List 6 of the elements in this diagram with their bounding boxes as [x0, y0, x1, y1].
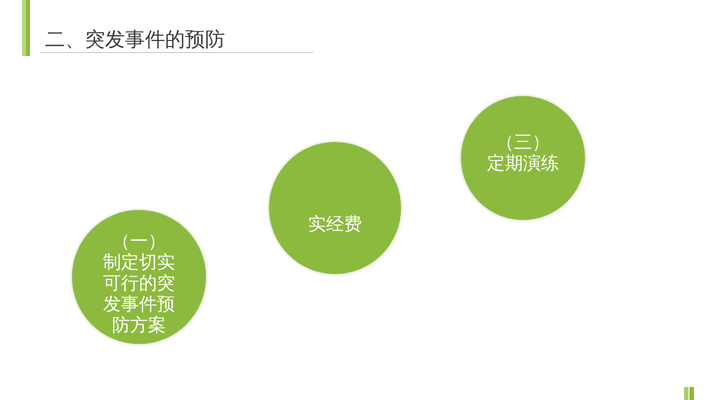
section-number: （一） [112, 231, 166, 252]
section-number: （三） [496, 132, 550, 153]
slide-heading: 二、突发事件的预防 [45, 27, 225, 51]
topic-text: 制定切实可行的突发事件预防方案 [102, 252, 176, 336]
topic-text: 定期演练 [487, 153, 559, 174]
topic-text: 实经费 [308, 214, 362, 235]
